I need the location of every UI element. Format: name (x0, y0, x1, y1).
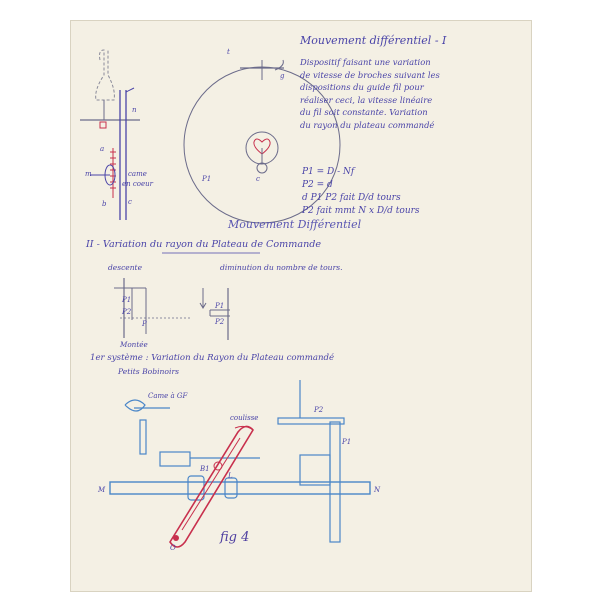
shaft-collar-2 (224, 477, 238, 499)
system-heading: 1er système : Variation du Rayon du Plat… (90, 353, 335, 363)
diagram-label-p2b: P2 (215, 318, 225, 326)
small-roller (256, 162, 268, 174)
formula-line: P2 = d (302, 180, 333, 190)
fig4-label-l: L (228, 472, 233, 480)
paragraph-line: de vitesse de broches suivant les (300, 69, 440, 80)
formula-line: P2 fait mmt N x D/d tours (302, 206, 420, 216)
shaft-collar (187, 475, 205, 501)
section-ii-heading: II - Variation du rayon du Plateau de Co… (86, 239, 322, 250)
main-shaft (109, 481, 371, 495)
fig1-label-n: n (132, 106, 137, 114)
paragraph-line: réaliser ceci, la vitesse linéaire (300, 94, 433, 105)
label-descente: descente (108, 263, 143, 272)
fig1-label-b: b (102, 200, 107, 208)
figure-4-mechanism (109, 380, 371, 548)
came-support (139, 419, 147, 455)
diagram-label-p: P (142, 320, 147, 328)
fig4-label-m: M (98, 486, 106, 494)
figure-caption: fig 4 (220, 530, 250, 545)
paragraph-line: dispositions du guide fil pour (300, 82, 424, 92)
fig1-label-came: came (128, 170, 147, 178)
fig4-label-came: Came à GF (148, 392, 188, 400)
paragraph-line: Dispositif faisant une variation (300, 57, 431, 67)
lever-block (159, 451, 191, 467)
description-paragraph: Dispositif faisant une variation de vite… (300, 56, 510, 131)
petits-bobinoirs: Petits Bobinoirs (118, 367, 179, 376)
red-guide (99, 121, 107, 129)
plate-p2 (277, 417, 345, 425)
paragraph-line: du rayon du plateau commandé (300, 119, 435, 130)
fig1-label-c2: c (256, 175, 260, 183)
formula-line: P1 = D - Nf (302, 167, 355, 177)
fig4-label-coulisse: coulisse (230, 414, 259, 422)
fig1-label-c: c (128, 198, 132, 206)
fig1-label-m: m (85, 170, 92, 178)
heading-mouvement-differentiel-1: Mouvement différentiel - I (300, 34, 447, 47)
fig1-label-en-coeur: en coeur (122, 180, 154, 188)
figure-radius-diagram (114, 278, 230, 340)
label-diminution: diminution du nombre de tours. (220, 263, 343, 272)
fig1-label-a: a (100, 145, 105, 153)
bobbin-outline (95, 49, 115, 101)
came-gf (124, 399, 146, 412)
fig4-label-o: O (170, 544, 176, 552)
fig4-label-p2: P2 (314, 406, 324, 414)
notebook-page: t g n a m b c came en coeur P1 c Mouveme… (70, 20, 532, 592)
heading-mouvement-differentiel: Mouvement Différentiel (228, 218, 362, 231)
diagram-label-p1: P1 (122, 296, 132, 304)
fig4-label-p1: P1 (342, 438, 352, 446)
fig4-label-n: N (374, 486, 381, 494)
diagram-label-p2: P2 (122, 308, 132, 316)
fig1-label-g: g (280, 72, 285, 80)
right-block (299, 454, 331, 486)
fig1-label-p1: P1 (202, 175, 212, 183)
formulas-block: P1 = D - Nf P2 = d d P1 P2 fait D/d tour… (302, 166, 420, 218)
paragraph-line: du fil soit constante. Variation (300, 107, 428, 117)
fig4-label-b1: B1 (200, 465, 210, 473)
label-montee: Montée (120, 340, 148, 349)
formula-line: d P1 P2 fait D/d tours (302, 193, 401, 203)
fig1-label-t: t (227, 48, 230, 56)
pivot-o (173, 535, 179, 541)
diagram-label-p1b: P1 (215, 302, 225, 310)
figure-1-mechanism (80, 49, 341, 224)
